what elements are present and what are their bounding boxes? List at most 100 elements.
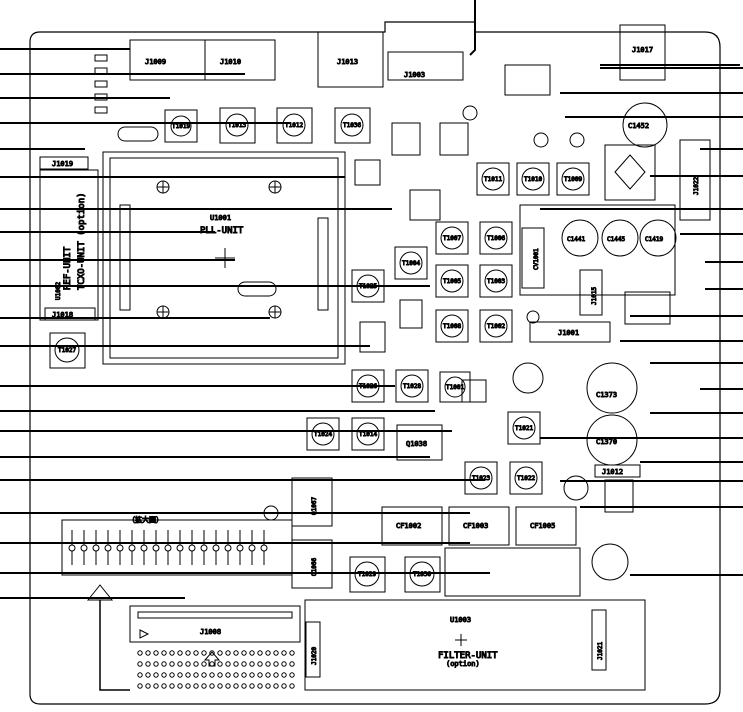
grid-pad: [257, 650, 263, 656]
svg-text:T1007: T1007: [443, 235, 461, 242]
svg-text:J1020: J1020: [311, 647, 318, 665]
relay-block: [604, 144, 656, 201]
capacitor-c1370: C1370: [586, 414, 638, 466]
ic-chip: [409, 189, 441, 221]
filter-cf1002: CF1002: [381, 506, 443, 546]
crystal-oscillator: [117, 126, 159, 142]
grid-pad: [177, 672, 183, 678]
resistor-stack: [94, 54, 108, 114]
svg-text:U1003: U1003: [450, 616, 471, 624]
grid-pad: [153, 661, 159, 667]
svg-text:T1003: T1003: [487, 278, 505, 285]
coax-connector: [624, 291, 671, 325]
grid-pad: [281, 683, 287, 689]
grid-pad: [209, 650, 215, 656]
svg-text:C1370: C1370: [596, 438, 617, 446]
svg-text:CF1003: CF1003: [463, 522, 488, 530]
transformer-t1002: T1002: [479, 309, 513, 343]
grid-pad: [169, 650, 175, 656]
grid-pad: [217, 650, 223, 656]
svg-text:J1009: J1009: [145, 58, 166, 66]
connector-j1013: J1013: [317, 31, 384, 88]
svg-text:J1012: J1012: [602, 468, 623, 476]
connector-j1010: J1010: [204, 39, 276, 81]
transformer-t1004: T1004: [394, 246, 428, 280]
transformer-t1010: T1010: [516, 162, 550, 196]
svg-text:J1019: J1019: [52, 160, 73, 168]
grid-pad: [281, 661, 287, 667]
grid-pad: [217, 661, 223, 667]
connector-j1012: J1012: [594, 464, 641, 478]
ic-chip: [354, 159, 381, 186]
right-callout-lines: [540, 67, 743, 576]
arrow-leader-line: [99, 600, 130, 691]
svg-text:J1017: J1017: [632, 46, 653, 54]
svg-text:T1006: T1006: [487, 235, 505, 242]
grid-pad: [209, 683, 215, 689]
grid-pad: [137, 661, 143, 667]
transformer-t1011: T1011: [476, 162, 510, 196]
grid-pad: [201, 683, 207, 689]
pin-pad: [200, 544, 208, 552]
grid-pad: [169, 661, 175, 667]
svg-text:CF1002: CF1002: [396, 522, 421, 530]
grid-pad: [225, 683, 231, 689]
grid-pad: [265, 672, 271, 678]
grid-pad: [193, 650, 199, 656]
trimmer-capacitor: [533, 132, 549, 148]
transformer-t1029: T1029: [349, 556, 386, 593]
pad-grid: [137, 650, 295, 689]
grid-pad: [153, 672, 159, 678]
svg-text:T1025: T1025: [359, 283, 377, 290]
grid-pad: [153, 650, 159, 656]
trimmer-cv1001: CV1001: [521, 227, 545, 289]
connector-j1017: J1017: [619, 24, 666, 81]
trimmer-capacitor: [526, 310, 540, 324]
svg-text:J1010: J1010: [220, 58, 241, 66]
connector-j1003: J1003: [387, 51, 464, 81]
svg-text:C1441: C1441: [567, 236, 585, 243]
svg-text:T1019: T1019: [172, 123, 190, 130]
grid-pad: [241, 661, 247, 667]
transformer-t1009: T1009: [556, 162, 590, 196]
transformer-t1008: T1008: [435, 309, 469, 343]
connector-j1019: J1019: [39, 156, 89, 170]
svg-text:Q1038: Q1038: [406, 440, 427, 448]
transformer-t1003: T1003: [479, 264, 513, 298]
grid-pad: [273, 672, 279, 678]
grid-pad: [161, 661, 167, 667]
transistor-q1038: Q1038: [396, 424, 443, 461]
grid-pad: [273, 650, 279, 656]
board-outline: [29, 21, 721, 705]
grid-pad: [265, 661, 271, 667]
svg-text:（拡大図）: （拡大図）: [128, 515, 163, 524]
grid-pad: [145, 672, 151, 678]
svg-text:T1026: T1026: [359, 383, 377, 390]
grid-pad: [257, 661, 263, 667]
ref-unit-module: U1002 REF-UNIT TCXO-UNIT (option): [39, 169, 99, 321]
grid-pad: [241, 683, 247, 689]
svg-text:T1004: T1004: [402, 260, 420, 267]
filter-cf1003: CF1003: [448, 506, 510, 546]
grid-pad: [161, 672, 167, 678]
relay-diamond: [614, 154, 646, 190]
svg-text:C1445: C1445: [607, 236, 625, 243]
svg-text:CF1005: CF1005: [530, 522, 555, 530]
pin-pad: [152, 544, 160, 552]
ic-chip: [399, 299, 423, 329]
svg-text:T1023: T1023: [472, 475, 490, 482]
grid-pad: [257, 683, 263, 689]
transformer-t1019: T1019: [164, 109, 198, 143]
grid-pad: [289, 661, 295, 667]
grid-pad: [249, 661, 255, 667]
svg-text:J1015: J1015: [591, 287, 598, 305]
grid-pad: [257, 672, 263, 678]
grid-pad: [273, 683, 279, 689]
grid-pad: [177, 683, 183, 689]
svg-text:Q1066: Q1066: [311, 558, 318, 576]
transistor-q1066: Q1066: [291, 539, 333, 589]
transformer-t1014: T1014: [351, 417, 385, 451]
svg-text:T1021: T1021: [515, 425, 533, 432]
grid-pad: [145, 683, 151, 689]
grid-pad: [241, 650, 247, 656]
